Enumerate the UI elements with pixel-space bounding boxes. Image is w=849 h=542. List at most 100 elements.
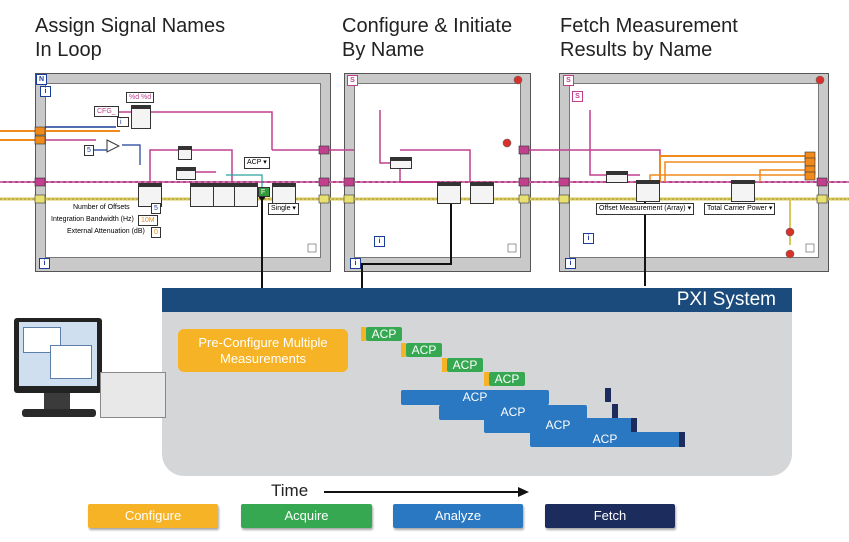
string-wire-7	[379, 110, 440, 183]
string-wire-1	[118, 111, 273, 150]
orange-out-4	[649, 174, 810, 182]
orange-out-1	[659, 155, 810, 182]
offsets-label: Number of Offsets	[73, 204, 130, 211]
string-wire-9	[589, 110, 640, 176]
signal-string-node	[176, 167, 196, 180]
stop-indicator-3	[815, 75, 825, 85]
format-into-string-vi[interactable]	[131, 105, 151, 129]
preconfigure-box: Pre-Configure Multiple Measurements	[178, 329, 348, 372]
loop3-frame-icon-2: S	[572, 91, 583, 102]
fetch-cap-2	[612, 404, 618, 418]
corner-marker-3	[805, 243, 815, 253]
legend-configure: Configure	[88, 504, 218, 528]
orange-out-3	[759, 169, 810, 182]
build-array-node[interactable]	[178, 146, 192, 160]
acquire-bar-3: ACP	[447, 358, 483, 372]
configure-sequence-interior	[354, 83, 521, 258]
tunnel-pink-8	[518, 145, 530, 155]
pxi-system-title: PXI System	[162, 288, 792, 312]
loop2-string-node	[390, 157, 412, 169]
loop-count-terminal: N	[36, 74, 47, 85]
total-carrier-power-ring[interactable]: Total Carrier Power ▾	[704, 203, 776, 215]
cfg-bandwidth-vi[interactable]	[190, 183, 214, 207]
stop-indicator-2	[502, 138, 512, 148]
tunnel-yellow-2	[318, 194, 330, 204]
configure-cap-1	[361, 327, 366, 341]
tunnel-pink-6	[816, 177, 828, 187]
loop2-iteration-terminal: i	[374, 236, 385, 247]
fetch-total-power-vi[interactable]	[731, 180, 755, 202]
format-string-constant[interactable]: %d %d	[126, 92, 155, 103]
tunnel-orange-2	[34, 135, 46, 145]
bandwidth-label: Integration Bandwidth (Hz)	[51, 216, 134, 223]
attenuation-control[interactable]: 0	[151, 227, 161, 238]
loop-iteration-terminal: i	[40, 86, 51, 97]
legend-acquire: Acquire	[241, 504, 372, 528]
i32-terminal: i	[117, 117, 129, 127]
offsets-control[interactable]: 5	[151, 203, 161, 214]
single-mode-ring[interactable]: Single ▾	[268, 203, 299, 215]
analyze-bar-2: ACP	[439, 405, 587, 420]
tunnel-orange-4	[804, 157, 816, 167]
offset-measurement-ring[interactable]: Offset Measurement (Array) ▾	[596, 203, 695, 215]
time-arrow	[324, 487, 529, 497]
tunnel-pink-1	[34, 177, 46, 187]
analyze-bar-3: ACP	[484, 418, 632, 433]
fetch-offset-vi[interactable]	[636, 180, 660, 202]
tunnel-yellow-6	[816, 194, 828, 204]
acquire-bar-1: ACP	[366, 327, 402, 341]
screen-window-2	[50, 345, 92, 379]
analyze-bar-1: ACP	[401, 390, 549, 405]
initiate-vi[interactable]	[437, 182, 461, 204]
tunnel-orange-6	[804, 171, 816, 181]
boolean-true-constant[interactable]: F	[258, 187, 270, 197]
number-wire	[92, 144, 141, 165]
analyze-bar-4: ACP	[530, 432, 680, 447]
acquire-bar-2: ACP	[406, 343, 442, 357]
commit-vi[interactable]	[470, 182, 494, 204]
cfg-attenuation-vi[interactable]	[213, 183, 235, 207]
monitor-base	[22, 409, 96, 417]
cfg-prefix-constant[interactable]: CFG_	[94, 106, 119, 117]
bandwidth-control[interactable]: 10M	[138, 215, 158, 226]
tunnel-pink-3	[343, 177, 355, 187]
loop3-iteration-terminal-outer: i	[565, 258, 576, 269]
legend-analyze: Analyze	[393, 504, 523, 528]
acp-measurement-ring[interactable]: ACP ▾	[244, 157, 270, 169]
loop3-string-node	[606, 171, 628, 183]
configure-cap-4	[484, 372, 489, 386]
configure-cap-3	[442, 358, 447, 372]
monitor-stand	[44, 393, 70, 411]
attenuation-label: External Attenuation (dB)	[67, 228, 145, 235]
time-label: Time	[271, 481, 309, 500]
five-constant[interactable]: 5	[84, 145, 94, 156]
loop2-iteration-outer: i	[350, 258, 361, 269]
stop-indicator-4	[785, 227, 795, 237]
acquire-bar-4: ACP	[489, 372, 525, 386]
tunnel-yellow-3	[343, 194, 355, 204]
corner-marker-2	[507, 243, 517, 253]
loop2-frame-icon: S	[347, 75, 358, 86]
tunnel-yellow-1	[34, 194, 46, 204]
compare-icon	[106, 139, 120, 153]
loop3-frame-icon: S	[563, 75, 574, 86]
teal-wire	[226, 174, 263, 192]
select-measurement-vi[interactable]	[234, 183, 258, 207]
fetch-cap-3	[631, 418, 637, 432]
heading-fetch-results: Fetch Measurement Results by Name	[560, 15, 738, 61]
tunnel-yellow-5	[558, 194, 570, 204]
tunnel-orange-1	[34, 126, 46, 136]
fetch-cap-4	[679, 432, 685, 447]
pointer-acquire	[361, 197, 452, 290]
block-diagram-wires	[0, 75, 849, 290]
tunnel-pink-7	[318, 145, 330, 155]
legend-fetch: Fetch	[545, 504, 675, 528]
corner-marker-1	[307, 243, 317, 253]
pxi-system-panel	[162, 288, 792, 476]
tunnel-yellow-4	[518, 194, 530, 204]
stop-indicator-1	[513, 75, 523, 85]
orange-out-2	[664, 161, 810, 182]
pxi-chassis-image	[100, 372, 166, 418]
configure-cap-2	[401, 343, 406, 357]
string-wire-6	[400, 149, 471, 182]
